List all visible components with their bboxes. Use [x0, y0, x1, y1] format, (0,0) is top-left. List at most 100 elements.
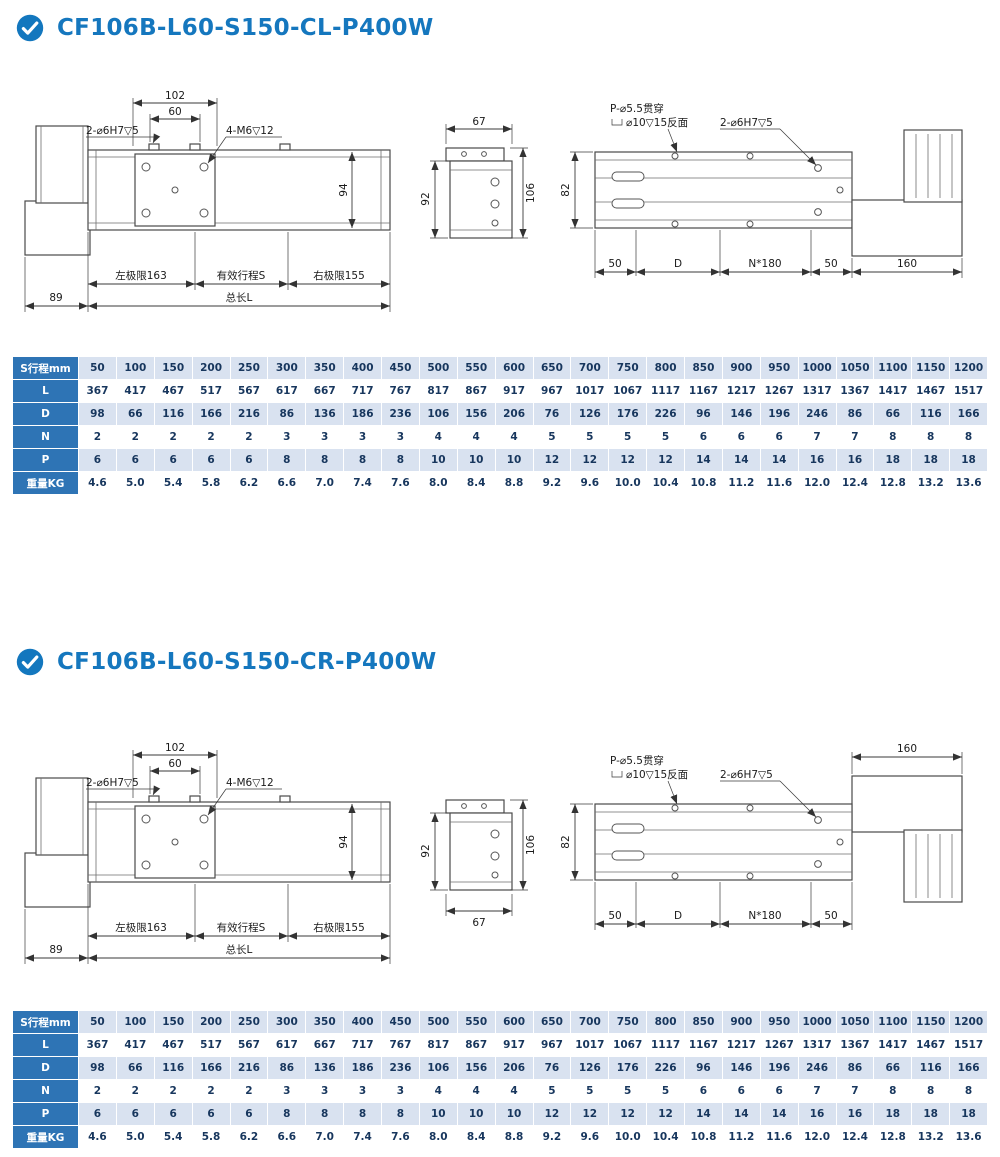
spec-cell: 467 [153, 379, 193, 403]
spec-cell: 7 [835, 425, 875, 449]
dim-92: 92 [420, 160, 448, 239]
spec-cell: 6 [78, 1102, 117, 1126]
spec-cell: 250 [229, 1010, 269, 1034]
callout-p-holes: P-⌀5.5贯穿 ⌀10▽15反面 [610, 754, 688, 805]
dim-left-limit-label: 左极限163 [115, 269, 167, 282]
spec-cell: 106 [418, 402, 458, 426]
spec-cell: 300 [267, 356, 307, 380]
spec-cell: 1317 [797, 1033, 837, 1057]
spec-cell: 5 [570, 1079, 610, 1103]
spec-cell: 1167 [684, 379, 723, 403]
spec-cell: 8 [267, 448, 307, 472]
top-details [595, 152, 852, 228]
dim-92-label: 92 [420, 192, 432, 205]
dim-67: 67 [445, 894, 513, 929]
spec-cell: 216 [229, 402, 269, 426]
dim-50-right: 50 [811, 910, 852, 928]
callout-4-m6: 4-M6▽12 [207, 125, 282, 164]
spec-cell: 14 [721, 1102, 761, 1126]
spec-cell: 13.6 [949, 1125, 988, 1149]
spec-cell: 16 [797, 1102, 837, 1126]
spec-cell: 5 [532, 1079, 572, 1103]
dim-60: 60 [149, 106, 201, 142]
spec-cell: 6 [759, 1079, 799, 1103]
spec-cell: 196 [759, 402, 799, 426]
dim-82: 82 [560, 151, 593, 229]
spec-cell: 867 [456, 1033, 496, 1057]
spec-cell: 13.2 [911, 471, 951, 495]
spec-row-label: N [12, 425, 79, 449]
spec-cell: 10 [418, 448, 458, 472]
spec-cell: 717 [343, 379, 382, 403]
spec-cell: 86 [267, 402, 307, 426]
dim-total-length-label: 总长L [226, 291, 253, 304]
spec-cell: 3 [381, 1079, 420, 1103]
spec-cell: 367 [78, 1033, 117, 1057]
spec-cell: 1000 [797, 356, 837, 380]
spec-cell: 4 [494, 1079, 534, 1103]
spec-cell: 7.4 [343, 471, 382, 495]
spec-cell: 2 [191, 425, 231, 449]
dim-89-label: 89 [49, 292, 62, 304]
spec-cell: 850 [684, 1010, 723, 1034]
spec-cell: 12.8 [873, 1125, 913, 1149]
dim-82-label: 82 [560, 835, 572, 848]
spec-cell: 1217 [721, 1033, 761, 1057]
spec-cell: 12.0 [797, 471, 837, 495]
spec-cell: 850 [684, 356, 723, 380]
spec-cell: 6 [115, 448, 155, 472]
spec-cell: 3 [343, 1079, 382, 1103]
spec-row-label: P [12, 448, 79, 472]
spec-cell: 11.2 [721, 1125, 761, 1149]
spec-cell: 13.6 [949, 471, 988, 495]
spec-cell: 800 [646, 356, 685, 380]
spec-cell: 8 [267, 1102, 307, 1126]
spec-cell: 7 [797, 1079, 837, 1103]
callout-2-o6h7-top: 2-⌀6H7▽5 [720, 769, 817, 818]
spec-cell: 6 [759, 425, 799, 449]
spec-cell: 176 [608, 402, 648, 426]
dim-92-label: 92 [420, 844, 432, 857]
spec-row-label: S行程mm [12, 356, 79, 380]
spec-cell: 12 [608, 448, 648, 472]
spec-cell: 2 [153, 425, 193, 449]
spec-cell: 3 [267, 425, 307, 449]
callout-2-o6h7-front-label: 2-⌀6H7▽5 [86, 125, 139, 137]
spec-cell: 12 [570, 1102, 610, 1126]
top-view: P-⌀5.5贯穿 ⌀10▽15反面 2-⌀6H7▽5 82 [560, 102, 963, 278]
dim-50-left-label: 50 [608, 258, 621, 270]
spec-cell: 5 [570, 425, 610, 449]
spec-cell: 6 [721, 425, 761, 449]
dim-67-label: 67 [472, 917, 485, 929]
spec-cell: 226 [646, 402, 685, 426]
top-motor-plate [851, 199, 963, 257]
dim-160-label: 160 [897, 258, 917, 270]
spec-cell: 166 [191, 1056, 231, 1080]
dim-effective-stroke-label: 有效行程S [217, 269, 266, 282]
spec-cell: 550 [456, 356, 496, 380]
spec-cell: 900 [721, 1010, 761, 1034]
spec-cell: 14 [684, 448, 723, 472]
spec-cell: 14 [721, 448, 761, 472]
spec-cell: 14 [684, 1102, 723, 1126]
spec-cell: 16 [835, 1102, 875, 1126]
spec-cell: 867 [456, 379, 496, 403]
spec-cell: 186 [343, 402, 382, 426]
spec-cell: 350 [305, 1010, 345, 1034]
dim-50-left-label: 50 [608, 910, 621, 922]
callout-p-holes-label: P-⌀5.5贯穿 [610, 754, 664, 767]
spec-cell: 567 [229, 379, 269, 403]
spec-cell: 8.0 [418, 471, 458, 495]
side-details [450, 151, 512, 231]
spec-cell: 250 [229, 356, 269, 380]
spec-cell: 800 [646, 1010, 685, 1034]
spec-cell: 11.6 [759, 1125, 799, 1149]
dim-50-right-label: 50 [824, 910, 837, 922]
spec-cell: 600 [494, 1010, 534, 1034]
spec-cell: 1517 [949, 1033, 988, 1057]
spec-cell: 12.4 [835, 471, 875, 495]
